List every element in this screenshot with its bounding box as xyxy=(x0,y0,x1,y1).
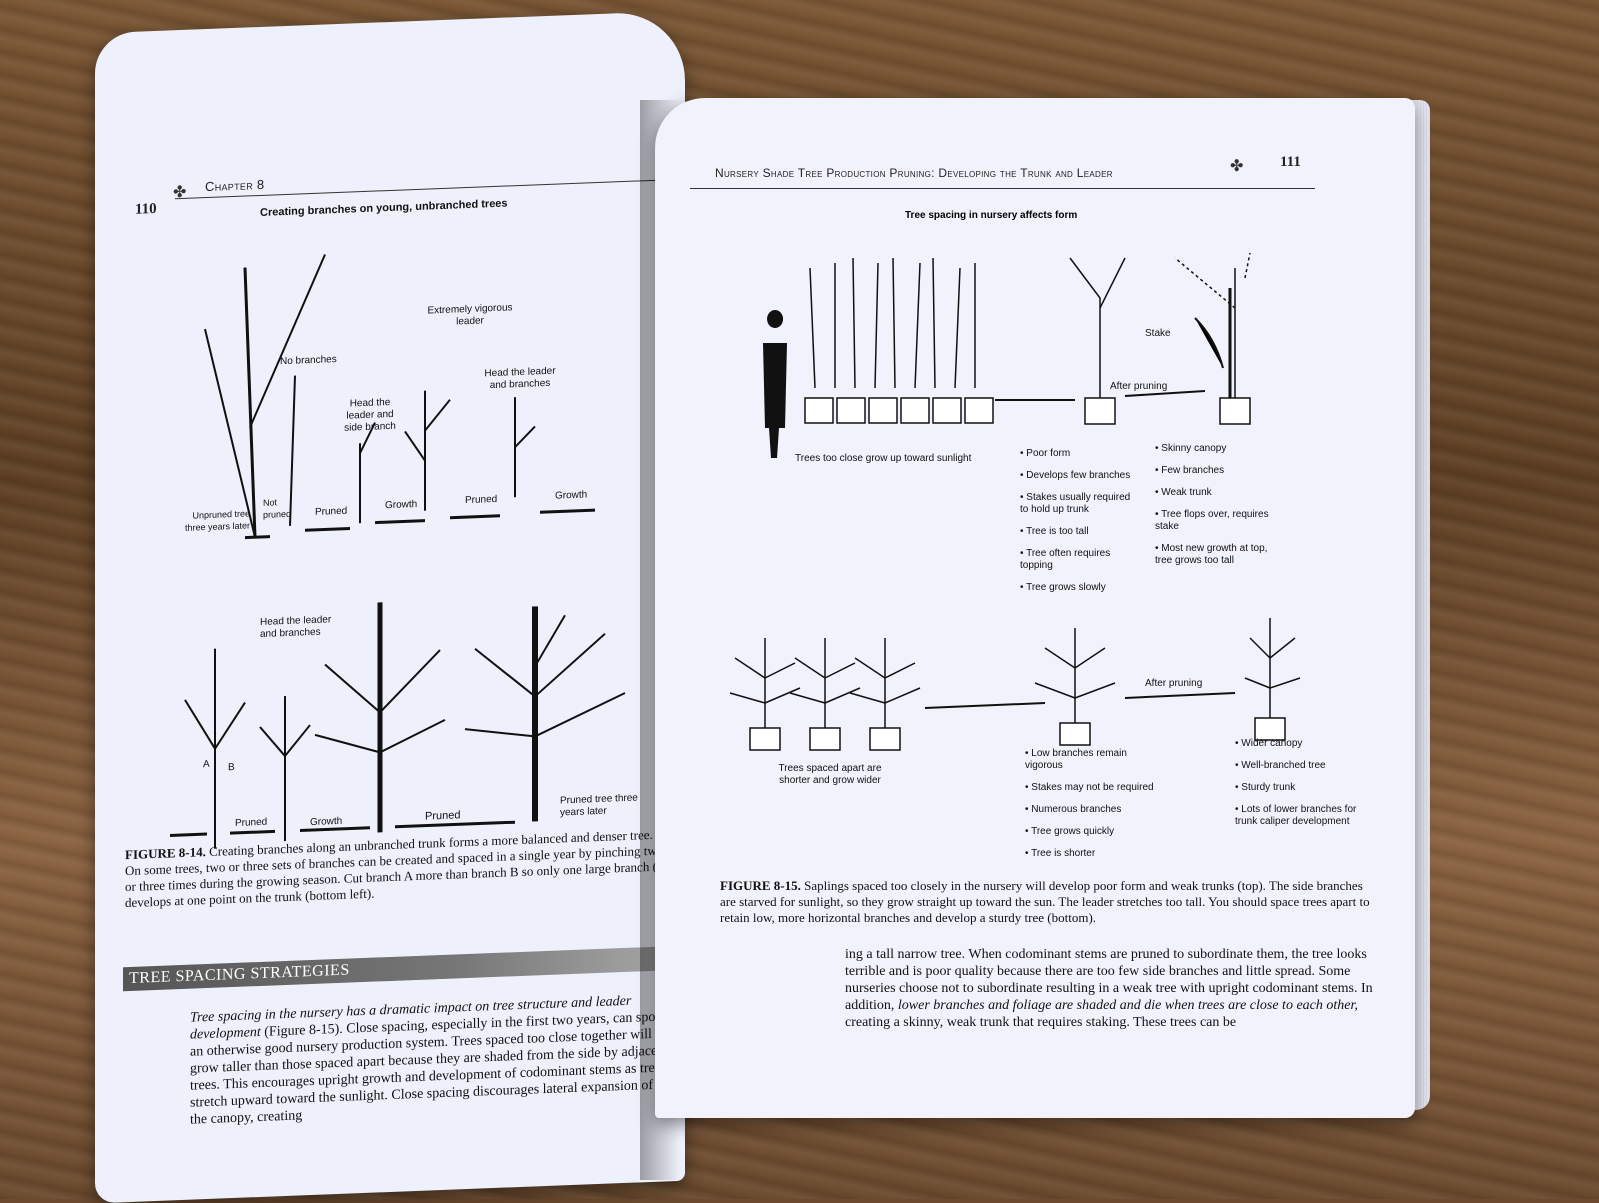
maple-leaf-icon-right: ✤ xyxy=(1230,158,1244,175)
label-growth-2: Growth xyxy=(555,489,588,502)
label-head-leader-side: Head the leader and side branch xyxy=(344,396,396,434)
label-extremely-vigorous: Extremely vigorous leader xyxy=(427,302,513,328)
label-stake: Stake xyxy=(1145,328,1171,339)
list-item: Tree often requires topping xyxy=(1020,548,1140,572)
right-body-italic: lower branches and foliage are shaded an… xyxy=(897,998,1358,1013)
list-item: Tree grows quickly xyxy=(1025,826,1155,838)
right-figure-title: Tree spacing in nursery affects form xyxy=(905,210,1078,221)
list-item: Wider canopy xyxy=(1235,738,1365,750)
right-body-regular-1: ing a tall narrow tree. When codominant … xyxy=(845,947,1373,1013)
label-no-branches: No branches xyxy=(280,354,337,368)
left-chapter-head: Chapter 8 xyxy=(205,176,265,195)
list-middle-bottom: Low branches remain vigorous Stakes may … xyxy=(1025,748,1155,870)
right-body-regular-2: creating a skinny, weak trunk that requi… xyxy=(845,1015,1237,1030)
left-page-number: 110 xyxy=(135,200,157,218)
list-item: Sturdy trunk xyxy=(1235,782,1365,794)
list-right-bottom: Wider canopy Well-branched tree Sturdy t… xyxy=(1235,738,1365,838)
list-item: Most new growth at top, tree grows too t… xyxy=(1155,543,1285,567)
right-page: Nursery Shade Tree Production Pruning: D… xyxy=(655,98,1415,1118)
label-pruned-later: Pruned tree three years later xyxy=(560,792,638,819)
label-spaced-apart: Trees spaced apart are shorter and grow … xyxy=(778,763,882,786)
label-growth-1: Growth xyxy=(385,498,418,512)
list-item: Tree is too tall xyxy=(1020,526,1140,538)
list-item: Lots of lower branches for trunk caliper… xyxy=(1235,804,1365,828)
figure-8-15-caption: FIGURE 8-15. Saplings spaced too closely… xyxy=(720,878,1380,926)
left-page: 110 Chapter 8 ✤ Creating branches on you… xyxy=(95,10,685,1203)
right-header-rule xyxy=(690,188,1315,189)
figure-8-15-text: Saplings spaced too closely in the nurse… xyxy=(720,878,1370,925)
figure-8-15-label: FIGURE 8-15. xyxy=(720,878,801,893)
right-top-illustration xyxy=(763,252,1251,458)
section-heading-tree-spacing: TREE SPACING STRATEGIES xyxy=(123,945,683,992)
label-head-leader-branches-2: Head the leader and branches xyxy=(260,614,332,640)
list-item: Tree is shorter xyxy=(1025,848,1155,860)
label-pruned-1: Pruned xyxy=(315,505,348,518)
label-after-pruning-2: After pruning xyxy=(1145,678,1203,689)
left-top-illustration xyxy=(204,254,595,540)
list-item: Few branches xyxy=(1155,465,1285,477)
left-bottom-illustration xyxy=(170,602,626,849)
label-branch-b: B xyxy=(228,761,235,774)
label-pruned-3: Pruned xyxy=(235,816,268,829)
list-item: Well-branched tree xyxy=(1235,760,1365,772)
right-bottom-illustration xyxy=(729,618,1301,751)
label-growth-3: Growth xyxy=(310,815,343,829)
left-body-text: Tree spacing in the nursery has a dramat… xyxy=(190,991,670,1128)
list-right-top: Skinny canopy Few branches Weak trunk Tr… xyxy=(1155,443,1285,577)
right-body-text: ing a tall narrow tree. When codominant … xyxy=(845,946,1385,1031)
list-item: Numerous branches xyxy=(1025,804,1155,816)
label-head-leader-branches: Head the leader and branches xyxy=(484,365,556,392)
figure-8-14-label: FIGURE 8-14. xyxy=(125,844,206,863)
label-too-close: Trees too close grow up toward sunlight xyxy=(795,453,972,464)
list-item: Low branches remain vigorous xyxy=(1025,748,1155,772)
list-item: Stakes may not be required xyxy=(1025,782,1155,794)
label-not-pruned: Not pruned xyxy=(263,497,292,520)
label-pruned-4: Pruned xyxy=(425,809,461,823)
list-item: Tree flops over, requires stake xyxy=(1155,509,1285,533)
right-running-head: Nursery Shade Tree Production Pruning: D… xyxy=(715,166,1113,180)
label-branch-a: A xyxy=(203,758,210,771)
list-item: Tree grows slowly xyxy=(1020,582,1140,594)
left-body-regular: (Figure 8-15). Close spacing, especially… xyxy=(190,1009,669,1128)
list-item: Develops few branches xyxy=(1020,470,1140,482)
list-item: Weak trunk xyxy=(1155,487,1285,499)
maple-leaf-icon: ✤ xyxy=(173,183,187,202)
list-item: Stakes usually required to hold up trunk xyxy=(1020,492,1140,516)
list-item: Skinny canopy xyxy=(1155,443,1285,455)
right-page-number: 111 xyxy=(1280,154,1301,170)
person-silhouette xyxy=(763,310,787,458)
list-middle-top: Poor form Develops few branches Stakes u… xyxy=(1020,448,1140,604)
list-item: Poor form xyxy=(1020,448,1140,460)
left-figure-title: Creating branches on young, unbranched t… xyxy=(260,197,508,219)
label-pruned-2: Pruned xyxy=(465,493,498,507)
label-unpruned: Unpruned tree three years later xyxy=(184,508,250,533)
label-after-pruning-1: After pruning xyxy=(1110,381,1168,392)
